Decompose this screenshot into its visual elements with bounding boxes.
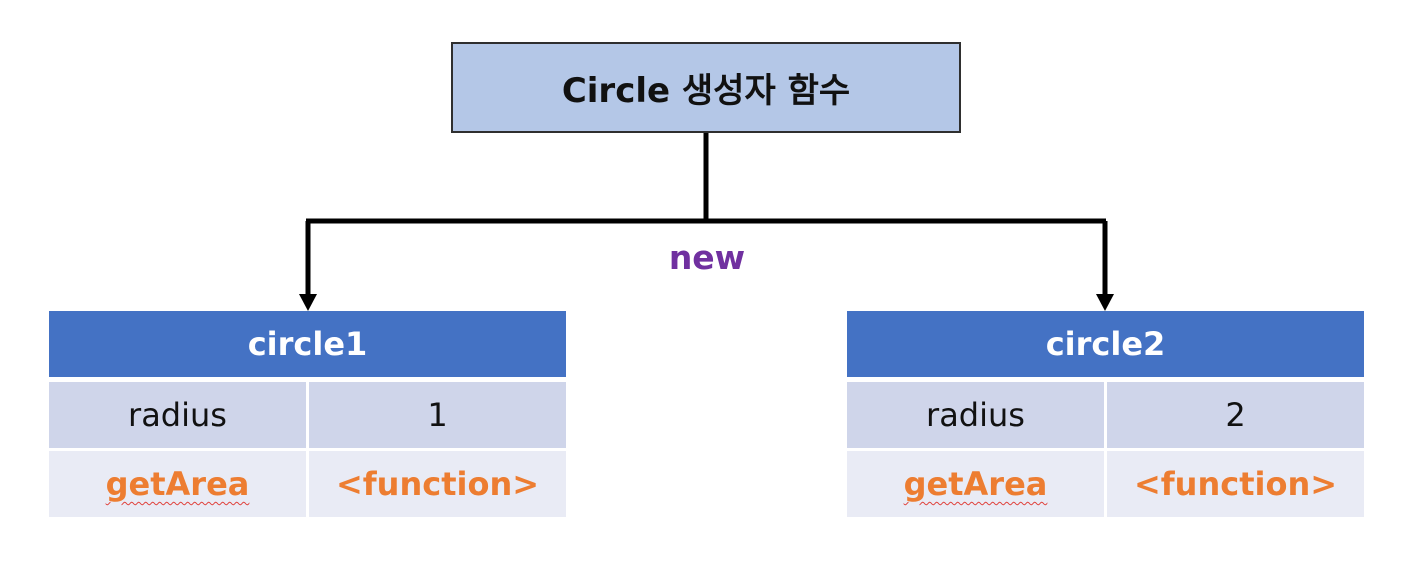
instance-name: circle2 (847, 311, 1364, 382)
method-key-cell: getArea (847, 449, 1106, 517)
method-key: getArea (105, 465, 250, 503)
method-row: getArea <function> (847, 449, 1364, 517)
method-key: getArea (903, 465, 1048, 503)
method-row: getArea <function> (49, 449, 566, 517)
property-row: radius 2 (847, 379, 1364, 451)
method-key-cell: getArea (49, 449, 308, 517)
method-value: <function> (306, 449, 566, 517)
property-value: 1 (306, 379, 566, 451)
constructor-box: Circle 생성자 함수 (451, 42, 961, 133)
constructor-label: Circle 생성자 함수 (561, 71, 851, 111)
property-key: radius (49, 379, 308, 451)
instance-table-circle1: circle1 radius 1 getArea <function> (49, 311, 566, 517)
instance-name: circle1 (49, 311, 566, 382)
new-operator-label: new (668, 238, 746, 277)
method-value: <function> (1104, 449, 1364, 517)
instance-table-circle2: circle2 radius 2 getArea <function> (847, 311, 1364, 517)
property-row: radius 1 (49, 379, 566, 451)
arrowhead-circle2 (1096, 294, 1114, 311)
property-value: 2 (1104, 379, 1364, 451)
arrowhead-circle1 (299, 294, 317, 311)
property-key: radius (847, 379, 1106, 451)
